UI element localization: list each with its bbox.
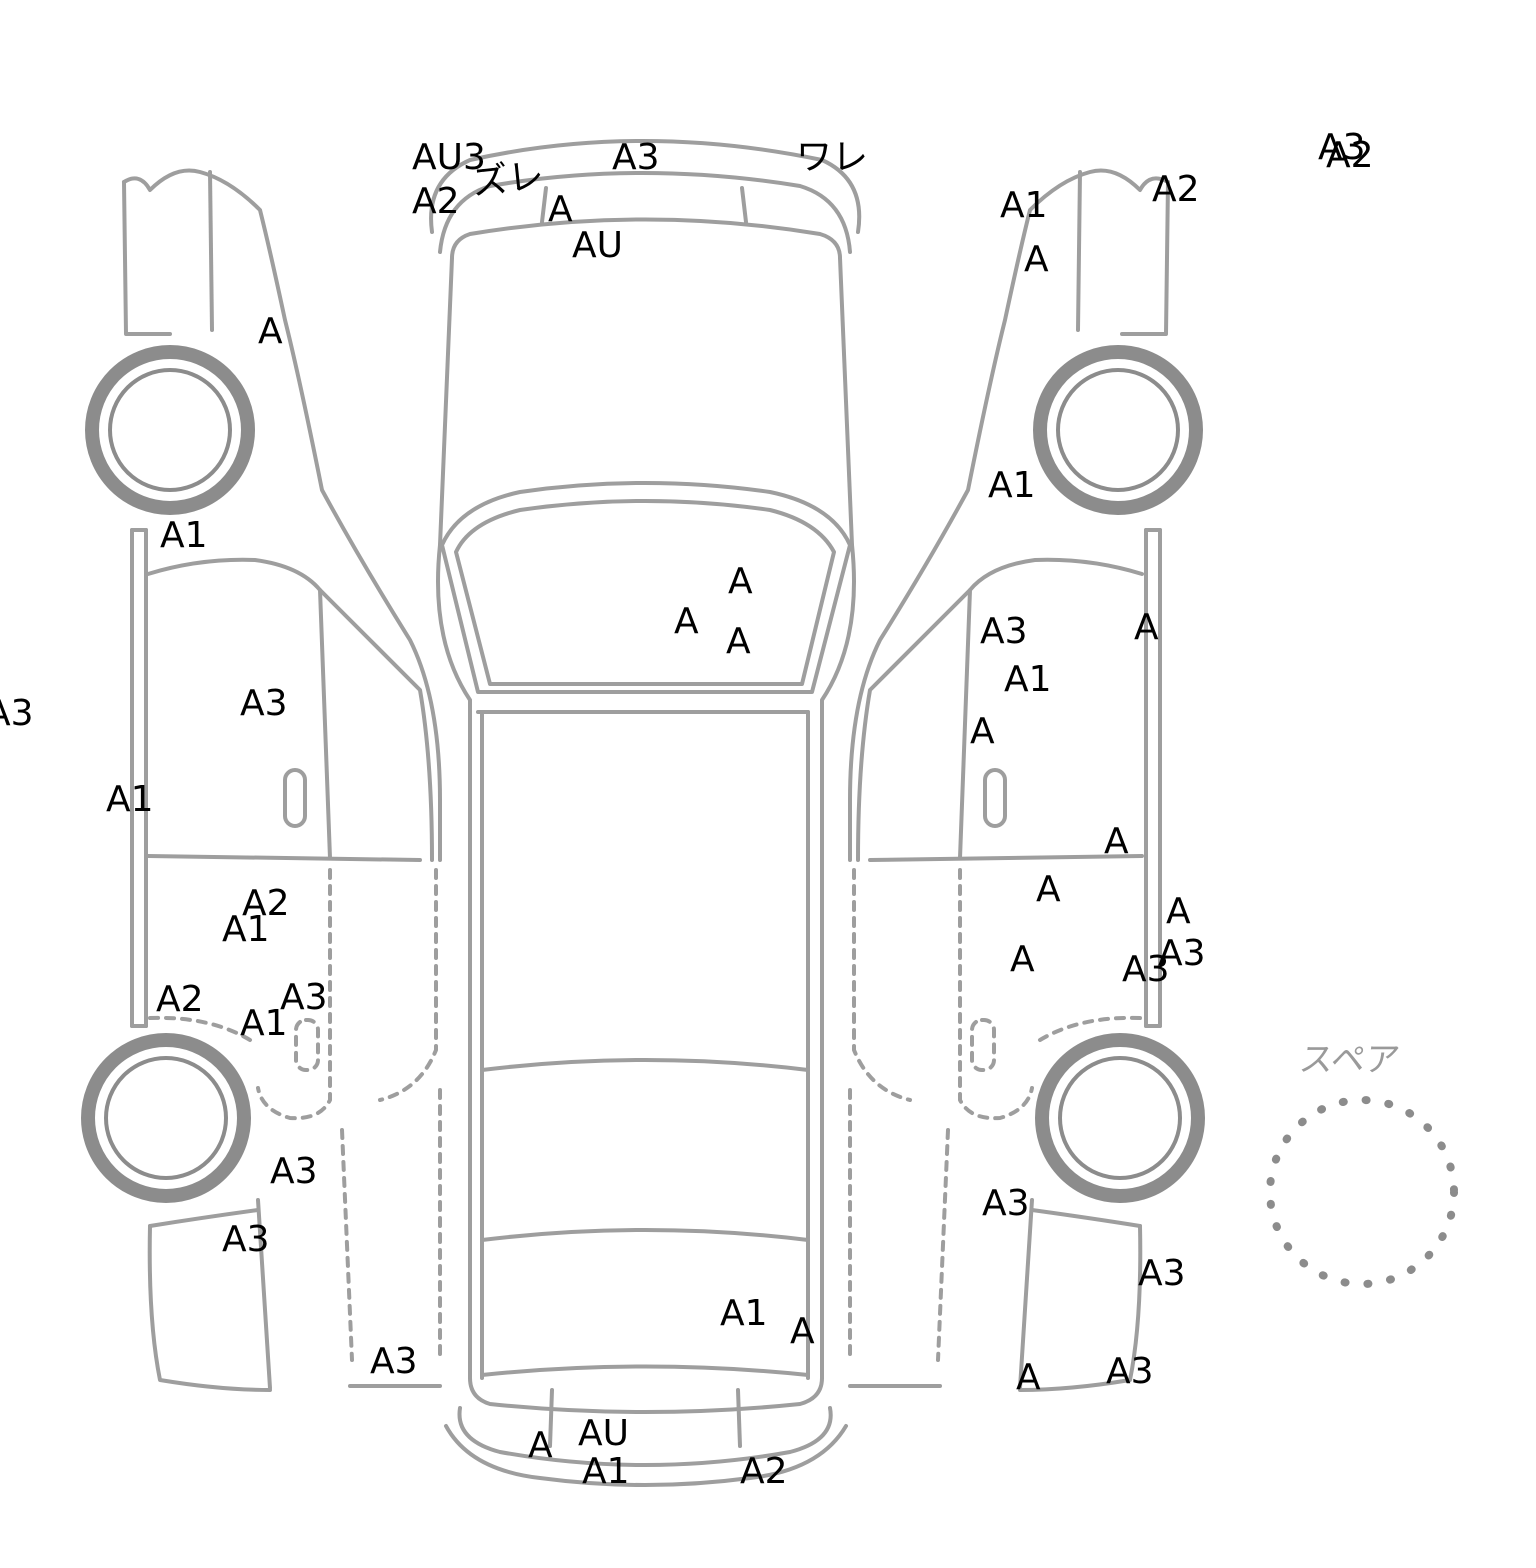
damage-mark: A3 xyxy=(1318,127,1366,168)
damage-mark: A3 xyxy=(1158,933,1206,974)
left-rear-wheel xyxy=(81,1033,251,1203)
damage-mark: A2 xyxy=(740,1451,788,1492)
damage-mark: A2 xyxy=(1152,169,1200,210)
damage-mark: A xyxy=(258,311,283,352)
damage-mark: A3 xyxy=(1138,1253,1186,1294)
damage-mark: A xyxy=(970,711,995,752)
damage-mark: A xyxy=(1166,891,1191,932)
left-front-wheel xyxy=(85,345,255,515)
damage-mark: A2 xyxy=(242,883,290,924)
damage-mark: A2 xyxy=(1326,135,1374,176)
damage-mark: A xyxy=(528,1425,553,1466)
right-front-wheel xyxy=(1033,345,1203,515)
damage-mark: AU3 xyxy=(412,137,486,178)
damage-mark: A xyxy=(1036,869,1061,910)
damage-mark: A1 xyxy=(582,1451,630,1492)
damage-mark: A xyxy=(1134,607,1159,648)
damage-mark: A xyxy=(790,1311,815,1352)
damage-mark: A xyxy=(674,601,699,642)
damage-mark: A3 xyxy=(370,1341,418,1382)
damage-mark: A3 xyxy=(270,1151,318,1192)
damage-mark: A1 xyxy=(222,909,270,950)
damage-mark: A xyxy=(1016,1357,1041,1398)
damage-mark: A3 xyxy=(222,1219,270,1260)
damage-mark: A1 xyxy=(988,465,1036,506)
damage-mark: A xyxy=(1010,939,1035,980)
damage-mark: A1 xyxy=(1004,659,1052,700)
damage-mark: A1 xyxy=(720,1293,768,1334)
right-rear-wheel xyxy=(1035,1033,1205,1203)
damage-mark: AU xyxy=(578,1413,629,1454)
damage-mark: ズレ xyxy=(470,155,546,204)
damage-mark: A xyxy=(548,189,573,230)
spare-tire-outline xyxy=(1266,1096,1458,1288)
damage-mark: A3 xyxy=(982,1183,1030,1224)
damage-mark: A2 xyxy=(412,181,460,222)
damage-mark: A3 xyxy=(612,137,660,178)
damage-mark: A1 xyxy=(106,779,154,820)
spare-tire-label: スペア xyxy=(1296,1040,1402,1080)
damage-mark: A3 xyxy=(980,611,1028,652)
damage-mark: A3 xyxy=(240,683,288,724)
left-side-view xyxy=(122,168,442,1392)
damage-mark: A3 xyxy=(0,693,34,734)
damage-mark: A xyxy=(1104,821,1129,862)
damage-mark: A3 xyxy=(280,977,328,1018)
damage-mark: A2 xyxy=(156,979,204,1020)
damage-mark: A3 xyxy=(1122,949,1170,990)
damage-mark: A3 xyxy=(1106,1351,1154,1392)
damage-mark: A1 xyxy=(240,1003,288,1044)
top-view-body xyxy=(429,139,862,1487)
damage-mark: A1 xyxy=(160,515,208,556)
damage-mark: A xyxy=(728,561,753,602)
damage-mark: A xyxy=(1024,239,1049,280)
damage-mark: A1 xyxy=(1000,185,1048,226)
damage-mark: AU xyxy=(572,225,623,266)
right-side-view xyxy=(848,168,1170,1392)
damage-mark: A xyxy=(726,621,751,662)
damage-mark: ワレ xyxy=(796,137,869,178)
